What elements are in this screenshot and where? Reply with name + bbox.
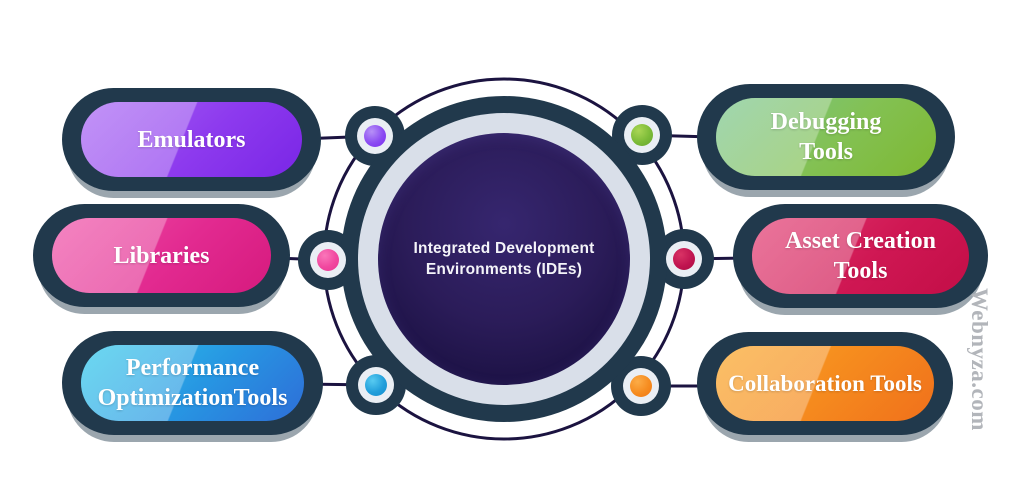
connector-dot-performance (358, 367, 394, 403)
node-libraries-label: Libraries (113, 242, 210, 269)
node-libraries-fill: Libraries (52, 218, 271, 293)
hub-core: Integrated Development Environments (IDE… (378, 133, 630, 385)
hub-title-line1: Integrated Development (413, 240, 595, 257)
connector-dot-emulators (357, 118, 393, 154)
dot-asset-core (673, 248, 695, 270)
hub-title: Integrated Development Environments (IDE… (414, 238, 595, 280)
gloss-highlight (716, 98, 936, 176)
node-libraries: Libraries (33, 204, 290, 307)
node-performance-label: Performance OptimizationTools (97, 355, 288, 411)
gloss-highlight (716, 346, 934, 421)
watermark: Webnyza.com (967, 288, 992, 431)
node-debugging-tools: Debugging Tools (697, 84, 955, 190)
gloss-highlight (81, 102, 302, 177)
node-debugging-fill: Debugging Tools (716, 98, 936, 176)
dot-collaboration-core (630, 375, 652, 397)
dot-libraries-core (317, 249, 339, 271)
gloss-highlight (752, 218, 969, 294)
dot-debugging-core (631, 124, 653, 146)
gloss-highlight (52, 218, 271, 293)
node-collaboration-tools: Collaboration Tools (697, 332, 953, 435)
node-emulators-label: Emulators (137, 126, 246, 153)
node-emulators: Emulators (62, 88, 321, 191)
node-collaboration-label: Collaboration Tools (728, 370, 922, 396)
connector-dot-asset (666, 241, 702, 277)
node-performance-fill: Performance OptimizationTools (81, 345, 304, 421)
connector-dot-collaboration (623, 368, 659, 404)
node-debugging-label: Debugging Tools (770, 109, 882, 165)
node-asset-label: Asset Creation Tools (785, 228, 936, 284)
connector-dot-debugging (624, 117, 660, 153)
node-asset-fill: Asset Creation Tools (752, 218, 969, 294)
node-asset-creation-tools: Asset Creation Tools (733, 204, 988, 308)
hub-title-line2: Environments (IDEs) (425, 261, 583, 278)
connector-dot-libraries (310, 242, 346, 278)
node-performance-optimization-tools: Performance OptimizationTools (62, 331, 323, 435)
node-emulators-fill: Emulators (81, 102, 302, 177)
gloss-highlight (81, 345, 304, 421)
dot-emulators-core (364, 125, 386, 147)
dot-performance-core (365, 374, 387, 396)
node-collaboration-fill: Collaboration Tools (716, 346, 934, 421)
